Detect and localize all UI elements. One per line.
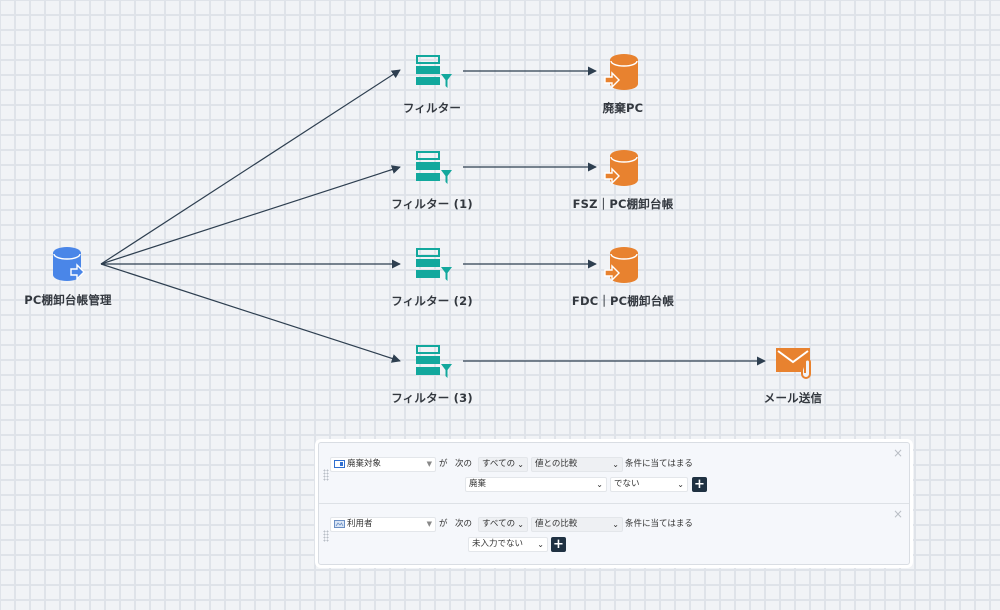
operator-select-value: でない xyxy=(614,479,640,489)
field-select[interactable]: 廃棄対象 ▼ xyxy=(330,457,436,472)
node-label: 廃棄PC xyxy=(602,101,644,115)
next-text: 次の xyxy=(455,519,473,529)
chevron-down-icon: ⌄ xyxy=(612,520,619,529)
node-filter-1[interactable]: フィルター (1) xyxy=(362,148,502,212)
value-select[interactable]: 廃棄 ⌄ xyxy=(465,477,607,492)
chevron-down-icon: ⌄ xyxy=(517,460,524,469)
filter-icon xyxy=(416,345,452,378)
close-icon[interactable]: × xyxy=(892,507,903,521)
node-filter-0[interactable]: フィルター xyxy=(362,52,502,116)
field-select[interactable]: 利用者 ▼ xyxy=(330,517,436,532)
value-select-value: 廃棄 xyxy=(469,479,487,489)
node-output-0[interactable]: 廃棄PC xyxy=(553,52,693,116)
drag-handle-icon[interactable] xyxy=(323,469,329,481)
node-source[interactable]: PC棚卸台帳管理 xyxy=(0,244,138,308)
mail-attachment-icon xyxy=(776,348,811,379)
node-label: フィルター xyxy=(402,101,462,115)
database-import-icon xyxy=(604,150,638,186)
checkbox-field-icon xyxy=(334,459,345,468)
chevron-down-icon: ⌄ xyxy=(612,460,619,469)
edge-source-filter1[interactable] xyxy=(100,165,401,265)
field-select-value: 利用者 xyxy=(347,519,373,529)
chevron-down-icon: ⌄ xyxy=(596,480,603,489)
chevron-down-icon: ⌄ xyxy=(677,480,684,489)
operator-select[interactable]: でない ⌄ xyxy=(610,477,688,492)
database-import-icon xyxy=(604,247,638,283)
triangle-down-icon: ▼ xyxy=(426,520,432,528)
comparison-select-value: 値との比較 xyxy=(535,519,578,529)
edge-source-filter0[interactable] xyxy=(100,69,401,265)
node-label: フィルター (2) xyxy=(391,294,473,308)
chevron-down-icon: ⌄ xyxy=(517,520,524,529)
node-filter-2[interactable]: フィルター (2) xyxy=(362,245,502,309)
quantifier-select[interactable]: すべての ⌄ xyxy=(478,457,528,472)
filter-icon xyxy=(416,248,452,281)
filter-icon xyxy=(416,151,452,184)
database-export-icon xyxy=(53,247,85,281)
node-label: メール送信 xyxy=(763,391,823,405)
node-label: PC棚卸台帳管理 xyxy=(24,293,112,307)
chevron-down-icon: ⌄ xyxy=(537,540,544,549)
drag-handle-icon[interactable] xyxy=(323,530,329,542)
comparison-select[interactable]: 値との比較 ⌄ xyxy=(531,517,623,532)
filter-condition-panel: × 廃棄対象 ▼ が 次の すべての ⌄ 値との比較 ⌄ 条件に当てはまる 廃棄… xyxy=(318,442,910,565)
database-import-icon xyxy=(604,54,638,90)
operator-select-value: 未入力でない xyxy=(472,539,524,549)
operator-select[interactable]: 未入力でない ⌄ xyxy=(468,537,548,552)
add-condition-button[interactable]: + xyxy=(692,477,707,492)
particle-text: が xyxy=(439,519,448,529)
quantifier-select-value: すべての xyxy=(482,459,516,469)
quantifier-select-value: すべての xyxy=(482,519,516,529)
node-label: FDC｜PC棚卸台帳 xyxy=(571,294,675,308)
comparison-select-value: 値との比較 xyxy=(535,459,578,469)
node-label: フィルター (3) xyxy=(391,391,473,405)
edge-source-filter3[interactable] xyxy=(100,263,401,363)
condition-suffix: 条件に当てはまる xyxy=(625,459,693,469)
triangle-down-icon: ▼ xyxy=(426,460,432,468)
filter-icon xyxy=(416,55,452,88)
close-icon[interactable]: × xyxy=(892,446,903,460)
next-text: 次の xyxy=(455,459,473,469)
user-field-icon xyxy=(334,519,345,528)
quantifier-select[interactable]: すべての ⌄ xyxy=(478,517,528,532)
condition-suffix: 条件に当てはまる xyxy=(625,519,693,529)
node-label: FSZ｜PC棚卸台帳 xyxy=(572,197,674,211)
node-output-3[interactable]: メール送信 xyxy=(723,342,863,406)
filter-rule: × 廃棄対象 ▼ が 次の すべての ⌄ 値との比較 ⌄ 条件に当てはまる 廃棄… xyxy=(319,443,909,503)
node-label: フィルター (1) xyxy=(391,197,473,211)
node-output-1[interactable]: FSZ｜PC棚卸台帳 xyxy=(553,148,693,212)
add-condition-button[interactable]: + xyxy=(551,537,566,552)
comparison-select[interactable]: 値との比較 ⌄ xyxy=(531,457,623,472)
particle-text: が xyxy=(439,459,448,469)
node-output-2[interactable]: FDC｜PC棚卸台帳 xyxy=(553,245,693,309)
filter-rule: × 利用者 ▼ が 次の すべての ⌄ 値との比較 ⌄ 条件に当てはまる 未入力… xyxy=(319,503,909,564)
field-select-value: 廃棄対象 xyxy=(347,459,382,469)
node-filter-3[interactable]: フィルター (3) xyxy=(362,342,502,406)
